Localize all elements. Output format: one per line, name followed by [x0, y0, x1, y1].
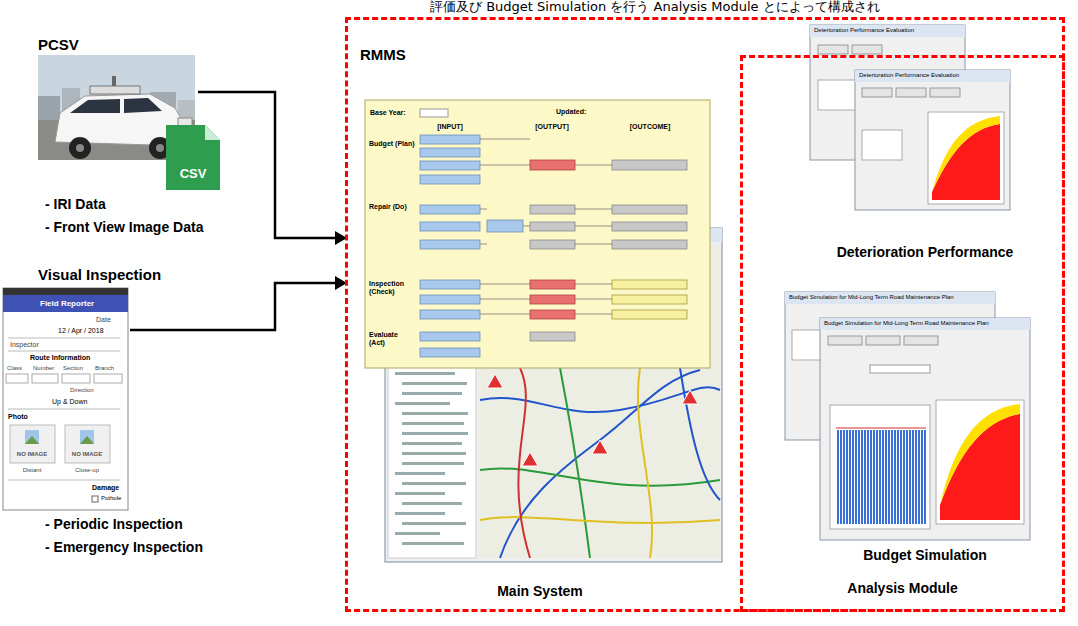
csv-icon: [166, 125, 220, 190]
arrow-head: [335, 276, 347, 290]
screen-text: Damage: [92, 484, 119, 492]
boundary-title: Analysis Module: [847, 580, 957, 597]
icon-text: CSV: [180, 167, 207, 182]
deterioration-window: [810, 25, 1010, 210]
screen-text: Base Year:: [370, 109, 406, 117]
boundary-title: RMMS: [360, 46, 406, 64]
screen-text: Branch: [95, 365, 114, 372]
bullet-item: - Front View Image Data: [45, 219, 203, 235]
window-title: Deterioration Performance Evaluation: [859, 72, 959, 79]
screen-text: Distant: [23, 467, 42, 474]
phone-screenshot: [3, 288, 128, 510]
caption: Budget Simulation: [863, 547, 987, 563]
bullet-item: - Periodic Inspection: [45, 516, 183, 532]
window-title: Budget Simulation for Mid-Long Term Road…: [824, 320, 989, 327]
caption: Deterioration Performance: [837, 244, 1014, 260]
screen-text: [OUTPUT]: [535, 123, 568, 131]
window-title: Deterioration Performance Evaluation: [814, 27, 914, 34]
screen-text: Section: [63, 365, 83, 372]
screen-text: Repair (Do): [369, 203, 415, 211]
screen-text: Close-up: [75, 467, 99, 474]
screen-text: [OUTCOME]: [630, 123, 670, 131]
group-heading: PCSV: [38, 36, 79, 53]
screen-text: Class: [7, 365, 22, 372]
screen-text: Evaluate (Act): [369, 331, 415, 347]
screen-text: Updated:: [556, 108, 586, 116]
caption: Main System: [497, 583, 583, 599]
arrow-head: [335, 231, 347, 245]
app-title: Field Reporter: [40, 299, 94, 308]
screen-text: Number: [33, 365, 54, 372]
screen-text: Inspection (Check): [369, 280, 415, 296]
budget-window: [785, 292, 1030, 540]
screen-text: Inspector: [10, 341, 39, 349]
node-text-wrap: Analysis Module: [743, 580, 1062, 597]
node-text-wrap: RMMS: [348, 46, 1062, 64]
screen-text: Date: [96, 316, 111, 324]
screen-text: Pothole: [101, 495, 121, 502]
screen-text: NO IMAGE: [72, 451, 102, 458]
screen-text: [INPUT]: [437, 123, 463, 131]
screen-text: Route Information: [30, 354, 90, 362]
screen-text: Photo: [8, 413, 28, 421]
input-arrow: [130, 92, 338, 330]
screen-text: Direction: [70, 387, 94, 394]
screen-text: 12 / Apr / 2018: [58, 327, 104, 335]
main-window: [365, 100, 710, 368]
screen-text: Budget (Plan): [369, 140, 415, 148]
screen-text: Up & Down: [52, 398, 87, 406]
group-heading: Visual Inspection: [38, 266, 161, 283]
bullet-item: - Emergency Inspection: [45, 539, 203, 555]
module-boundary: Analysis Module: [740, 55, 1065, 612]
intro-text: 評価及び Budget Simulation を行う Analysis Modu…: [430, 0, 880, 15]
bullet-item: - IRI Data: [45, 196, 106, 212]
system-boundary: Analysis Module RMMS: [345, 17, 1065, 612]
screen-text: NO IMAGE: [17, 451, 47, 458]
window-title: Budget Simulation for Mid-Long Term Road…: [789, 294, 954, 301]
